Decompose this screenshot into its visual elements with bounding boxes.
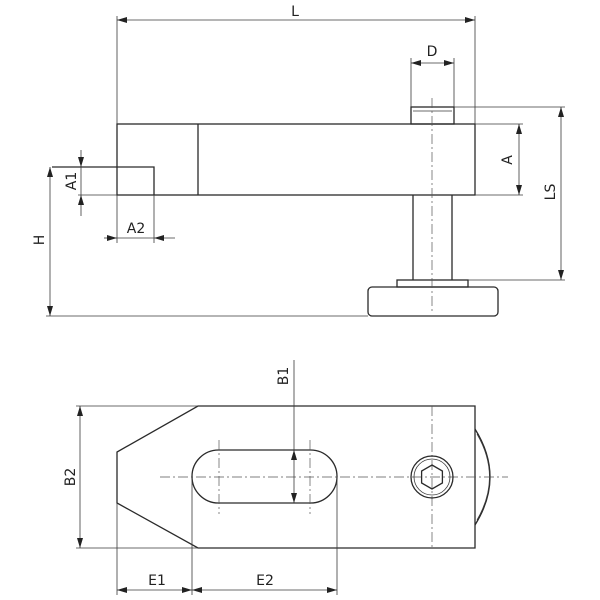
dimension-B1: B1	[276, 360, 297, 503]
dimension-label-E1: E1	[148, 573, 166, 589]
dimension-label-LS: LS	[543, 184, 559, 201]
clamp-body	[52, 123, 476, 196]
dimension-label-A1: A1	[64, 172, 80, 190]
washer	[396, 279, 469, 288]
centerlines	[160, 406, 508, 548]
dimension-label-L: L	[291, 4, 299, 20]
dimension-E2: E2	[192, 477, 338, 595]
dimension-label-A: A	[500, 155, 516, 165]
screw-head	[410, 106, 455, 125]
dimension-LS: LS	[454, 106, 565, 281]
elongated-slot	[191, 449, 338, 504]
dimension-H: H	[32, 167, 368, 317]
dimension-A: A	[475, 123, 523, 196]
dimension-E1: E1	[116, 477, 193, 595]
swivel-pad	[367, 286, 499, 317]
screw-shaft	[412, 195, 453, 280]
side-view: L D A LS H	[32, 4, 565, 317]
dimension-label-B2: B2	[63, 468, 79, 487]
dimension-label-H: H	[32, 235, 48, 246]
dimension-label-B1: B1	[276, 367, 292, 386]
dimension-L: L	[116, 4, 476, 124]
dimension-A1: A1	[64, 150, 117, 216]
dimension-D: D	[410, 44, 455, 107]
top-view: B2 B1 E1 E2	[63, 360, 508, 595]
dimension-label-E2: E2	[256, 573, 274, 589]
dimension-B2: B2	[63, 405, 198, 549]
dimension-label-A2: A2	[127, 221, 145, 237]
dimension-label-D: D	[427, 44, 438, 60]
hex-socket-screw	[410, 455, 454, 499]
dimension-A2: A2	[104, 195, 175, 243]
